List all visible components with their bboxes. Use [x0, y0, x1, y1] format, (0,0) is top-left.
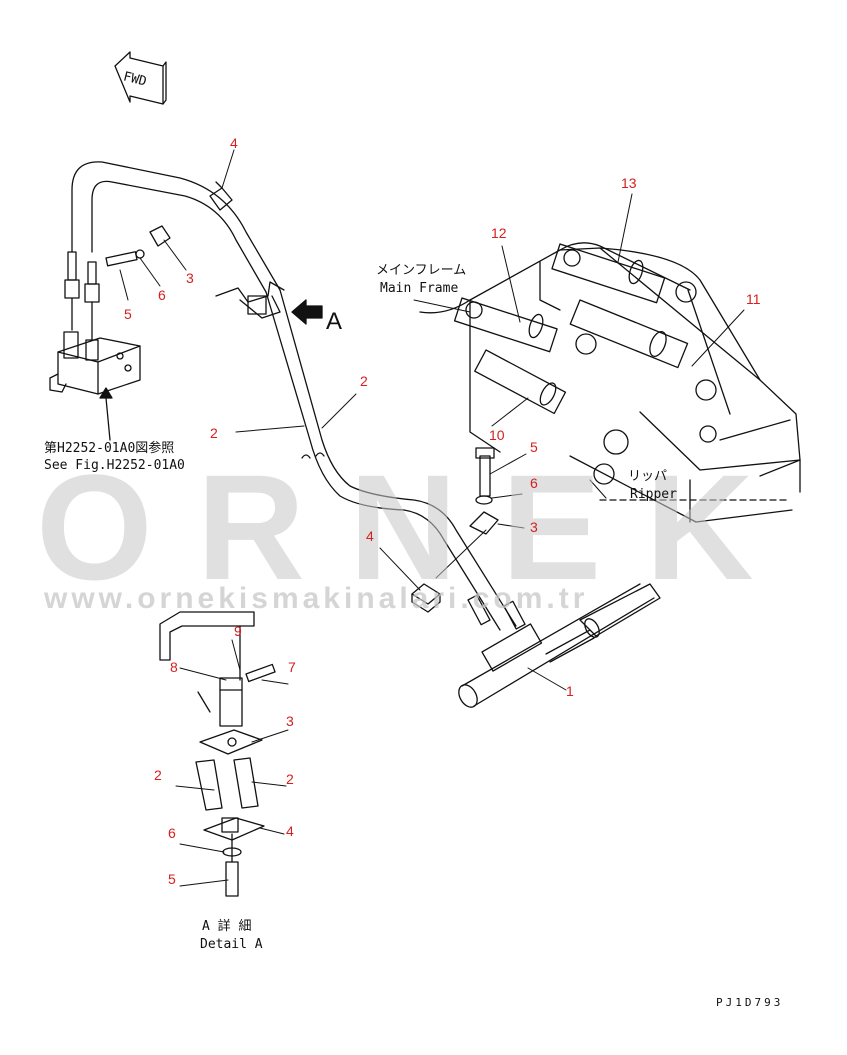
- see-fig-label-jp: 第H2252-01A0図参照: [44, 441, 175, 456]
- pipe-main-inner: [279, 289, 517, 627]
- pipe-upper-outer: [71, 161, 281, 291]
- callout-3: 3: [530, 519, 538, 535]
- callout-12: 12: [491, 225, 507, 241]
- drawing-code: PJ1D793: [716, 996, 784, 1009]
- detail-label-en: Detail A: [200, 937, 263, 952]
- callout-6: 6: [530, 475, 538, 491]
- main-frame-label-en: Main Frame: [380, 281, 459, 296]
- callout-8: 8: [170, 659, 178, 675]
- callout-1: 1: [566, 683, 574, 699]
- ripper-label-en: Ripper: [630, 487, 677, 502]
- callout-7: 7: [288, 659, 296, 675]
- callout-6: 6: [158, 287, 166, 303]
- callout-4: 4: [230, 135, 238, 151]
- fwd-arrow-icon: [114, 51, 167, 105]
- watermark-url: www.ornekismakinalari.com.tr: [44, 582, 589, 615]
- callout-4: 4: [366, 528, 374, 544]
- callout-3: 3: [286, 713, 294, 729]
- callout-5: 5: [168, 871, 176, 887]
- callout-3: 3: [186, 270, 194, 286]
- callout-10: 10: [489, 427, 505, 443]
- callout-11: 11: [746, 291, 761, 307]
- valve-block: [49, 331, 141, 395]
- callout-5: 5: [124, 306, 132, 322]
- callout-6: 6: [168, 825, 176, 841]
- detail-label-jp: A 詳 細: [202, 919, 252, 934]
- main-frame: [419, 242, 801, 523]
- callout-5: 5: [530, 439, 538, 455]
- leader-lines: [119, 149, 745, 691]
- bolt-washer-upper: [105, 181, 233, 267]
- arrow-a-label: A: [326, 308, 343, 335]
- callout-2: 2: [154, 767, 162, 783]
- pipe-main-outer: [265, 291, 501, 631]
- arrow-a-icon: [291, 299, 323, 325]
- pipe-upper-inner: [91, 180, 267, 293]
- callout-2: 2: [360, 373, 368, 389]
- main-frame-label-jp: メインフレーム: [376, 263, 467, 278]
- see-fig-label-en: See Fig.H2252-01A0: [44, 458, 185, 473]
- detail-a-drawing: [159, 611, 276, 897]
- callout-2: 2: [210, 425, 218, 441]
- clamp-assembly: [215, 281, 285, 319]
- ripper-label-jp: リッパ: [628, 469, 668, 484]
- watermark-logo: ORNEK: [36, 443, 798, 611]
- callout-9: 9: [234, 623, 242, 639]
- callout-2: 2: [286, 771, 294, 787]
- ripper-cylinder: [458, 583, 661, 708]
- callout-4: 4: [286, 823, 294, 839]
- callout-13: 13: [621, 175, 637, 191]
